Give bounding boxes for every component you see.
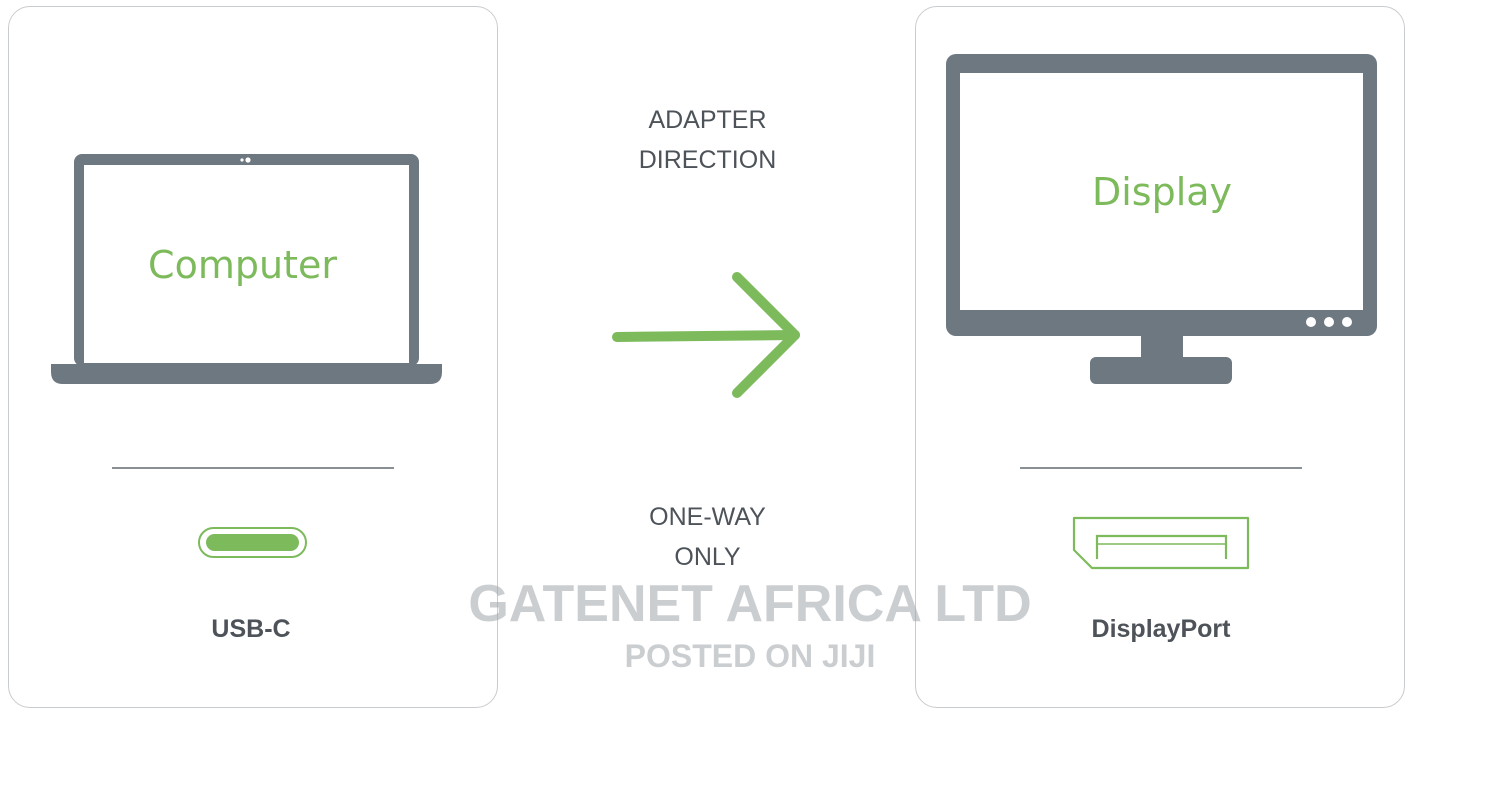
watermark-posted: POSTED ON JIJI [624, 638, 876, 674]
usb-c-label: USB-C [211, 615, 291, 643]
usb-c-port-icon [198, 527, 307, 558]
computer-screen-label: Computer [148, 243, 337, 287]
monitor-icon [946, 54, 1377, 384]
laptop-icon [51, 154, 442, 384]
watermark-company: GATENET AFRICA LTD [468, 575, 1032, 633]
left-divider [112, 467, 394, 469]
one-way-line1: ONE-WAY [649, 503, 766, 531]
adapter-direction-text: ADAPTER DIRECTION [560, 100, 855, 180]
adapter-direction-line2: DIRECTION [638, 146, 777, 174]
arrow-right-icon [612, 272, 800, 398]
right-divider [1020, 467, 1302, 469]
one-way-line2: ONLY [674, 543, 741, 571]
displayport-port-icon [1072, 516, 1250, 570]
displayport-label: DisplayPort [1091, 615, 1231, 643]
adapter-direction-line1: ADAPTER [648, 106, 767, 134]
display-screen-label: Display [1091, 170, 1233, 214]
one-way-only-text: ONE-WAY ONLY [560, 497, 855, 577]
